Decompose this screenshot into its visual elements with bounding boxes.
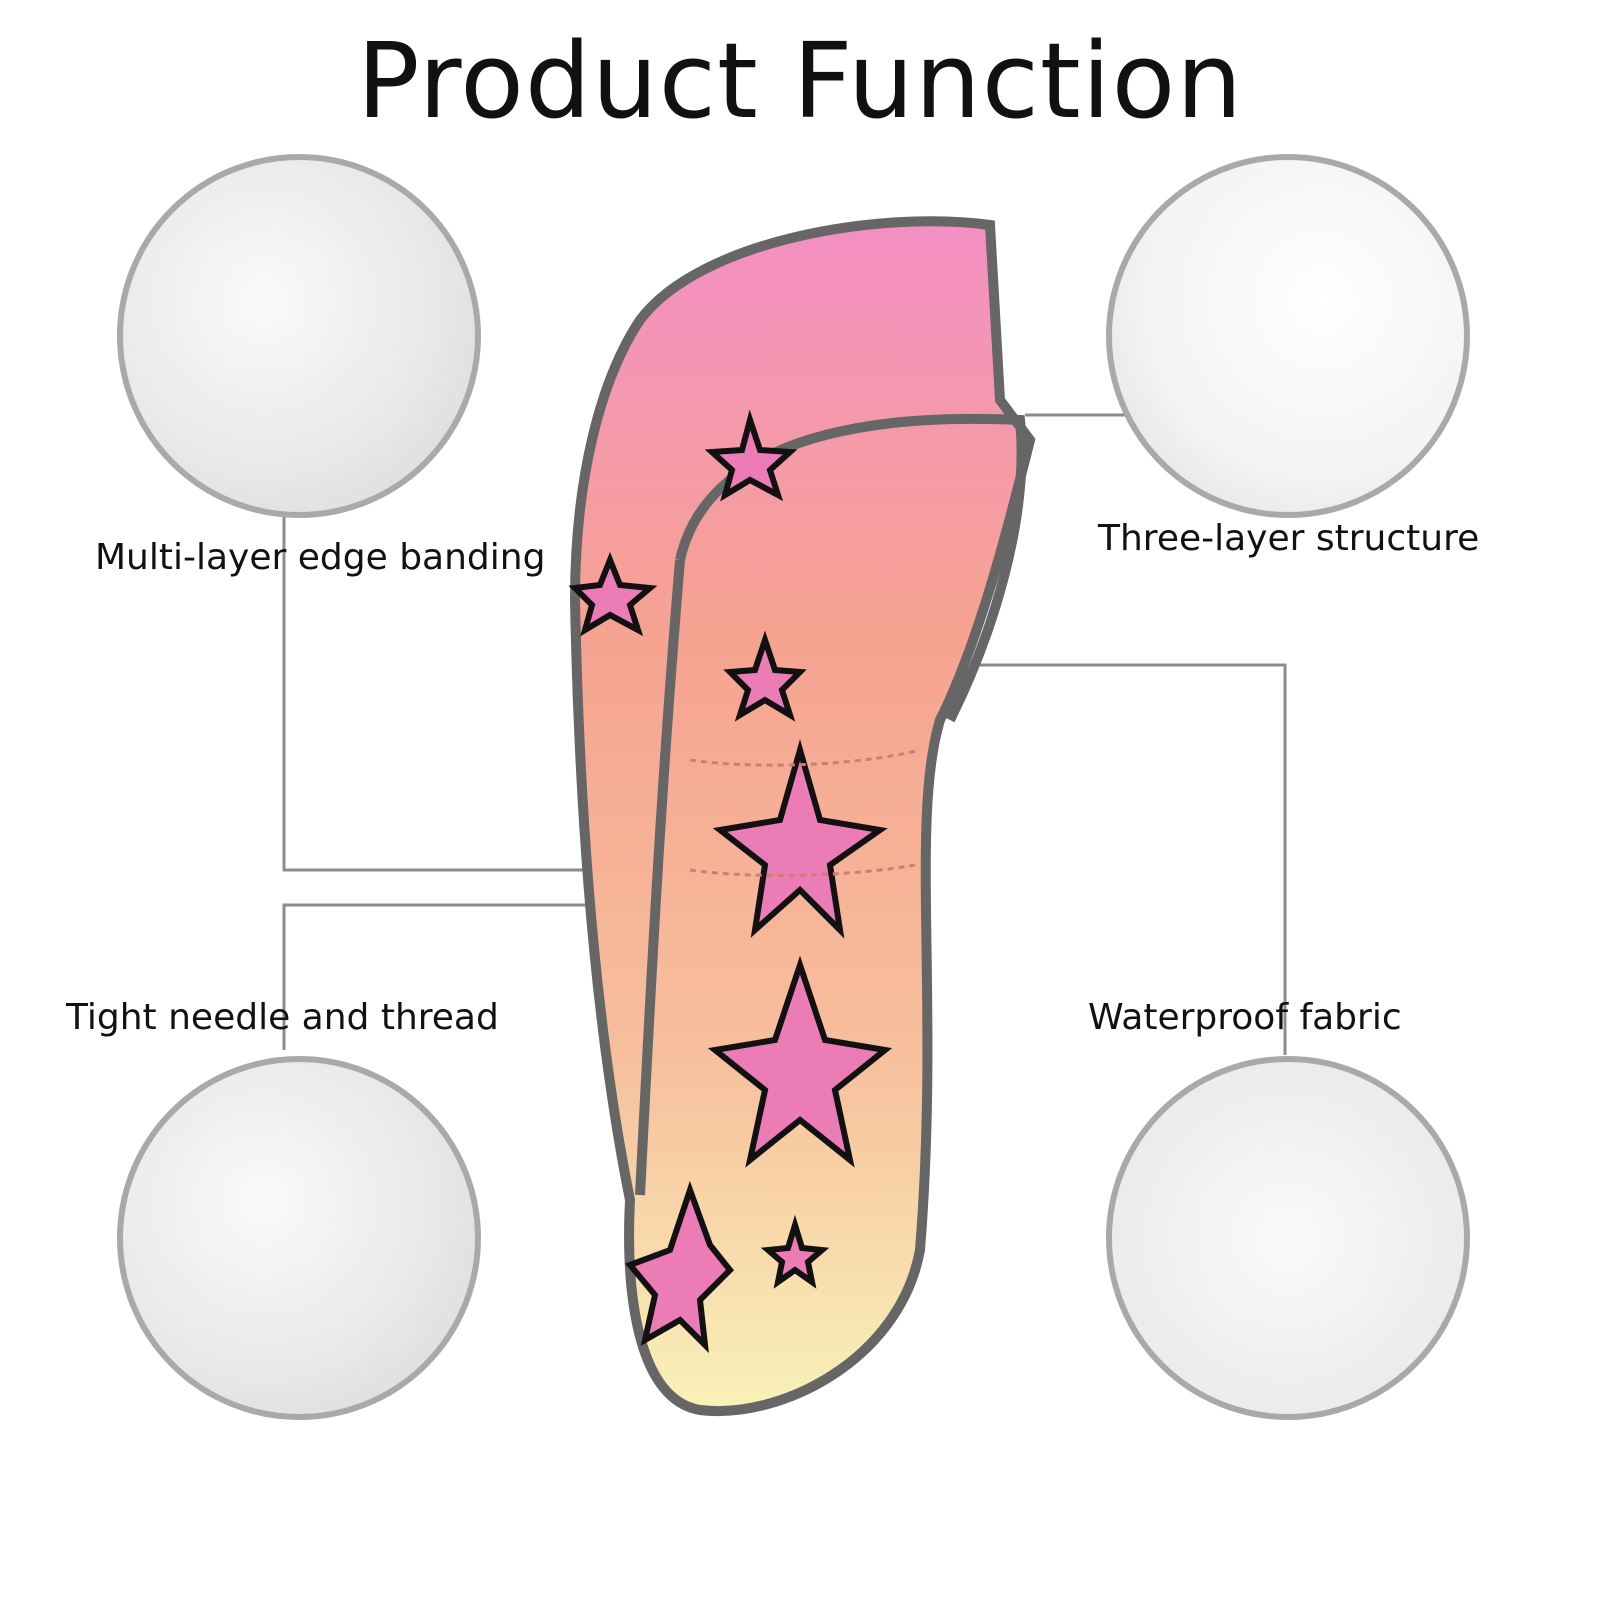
detail-circle-three-layer — [1106, 154, 1470, 518]
detail-circle-needle-thread — [117, 1056, 481, 1420]
feature-label-waterproof: Waterproof fabric — [1088, 997, 1402, 1038]
feature-label-needle-thread: Tight needle and thread — [66, 997, 499, 1038]
detail-circle-edge-banding — [117, 154, 481, 518]
page-title: Product Function — [356, 20, 1244, 142]
detail-circle-waterproof — [1106, 1056, 1470, 1420]
feature-label-edge-banding: Multi-layer edge banding — [95, 537, 546, 578]
feature-label-three-layer: Three-layer structure — [1098, 518, 1480, 559]
